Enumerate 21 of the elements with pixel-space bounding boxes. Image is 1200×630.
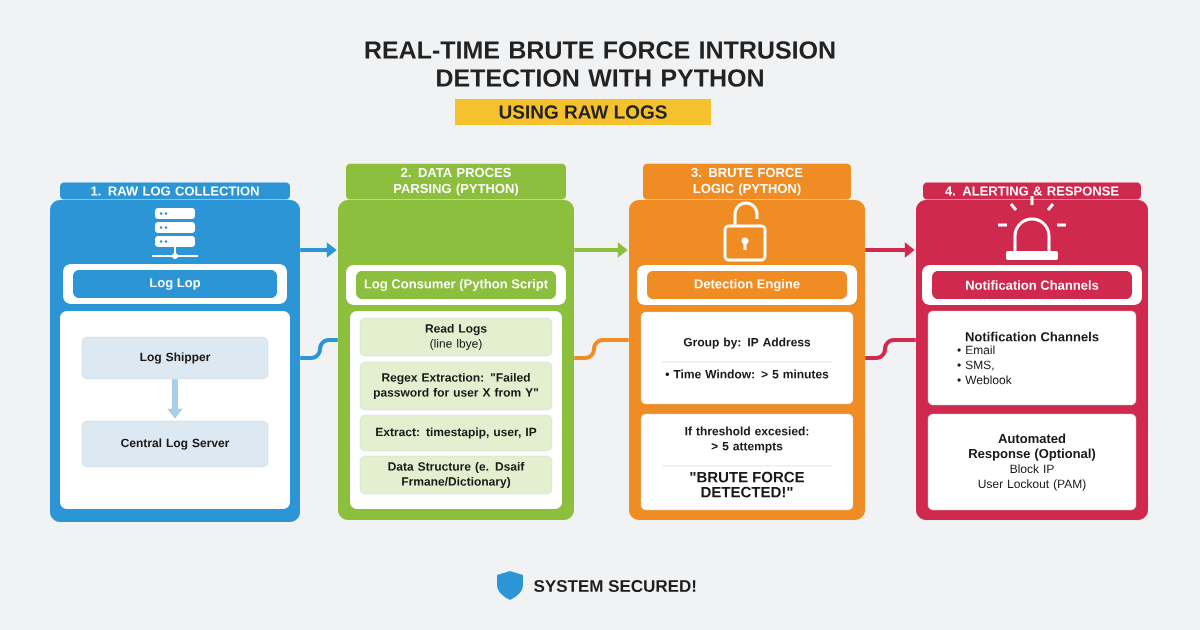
status-text: SYSTEM SECURED! [534,580,696,593]
step-box: Read Logs (line lbye) [359,317,553,357]
info-card: Automated Response (Optional) Block IP User Lockout (PAM) [927,413,1137,511]
step-box: Data Structure (e. Dsaif Frmane/Dictionary) [359,455,553,495]
node-label: 4. ALERTING & RESPONSE [945,186,1119,196]
header-bar: Log Lop [63,264,287,304]
step-box: Regex Extraction: "Failed password for user X from Y" [359,361,553,411]
info-card: If threshold excesied: > 5 attempts "BRUTE FORCE DETECTED!" [640,413,854,511]
header-bar: Notification Channels [922,265,1142,305]
ribbon-banner: USING RAW LOGS [455,99,711,125]
title: REAL-TIME BRUTE FORCE INTRUSION DETECTION WITH PYTHON [365,41,835,87]
node-label: 2. DATA PROCES PARSING (PYTHON) [394,167,519,196]
info-card: Group by: IP Address • Time Window: > 5 minutes [640,311,854,405]
node-label: 3. BRUTE FORCE LOGIC (PYTHON) [691,167,803,196]
step-box: Log Shipper [81,336,269,380]
header-bar: Log Consumer (Python Script [346,265,566,305]
step-box: Extract: timestapip, user, IP [359,414,553,452]
node-label: 1. RAW LOG COLLECTION [91,186,259,196]
info-card: Notification Channels • Email • SMS, • Weblook [927,310,1137,406]
step-box: Central Log Server [81,420,269,468]
header-bar: Detection Engine [637,265,857,305]
